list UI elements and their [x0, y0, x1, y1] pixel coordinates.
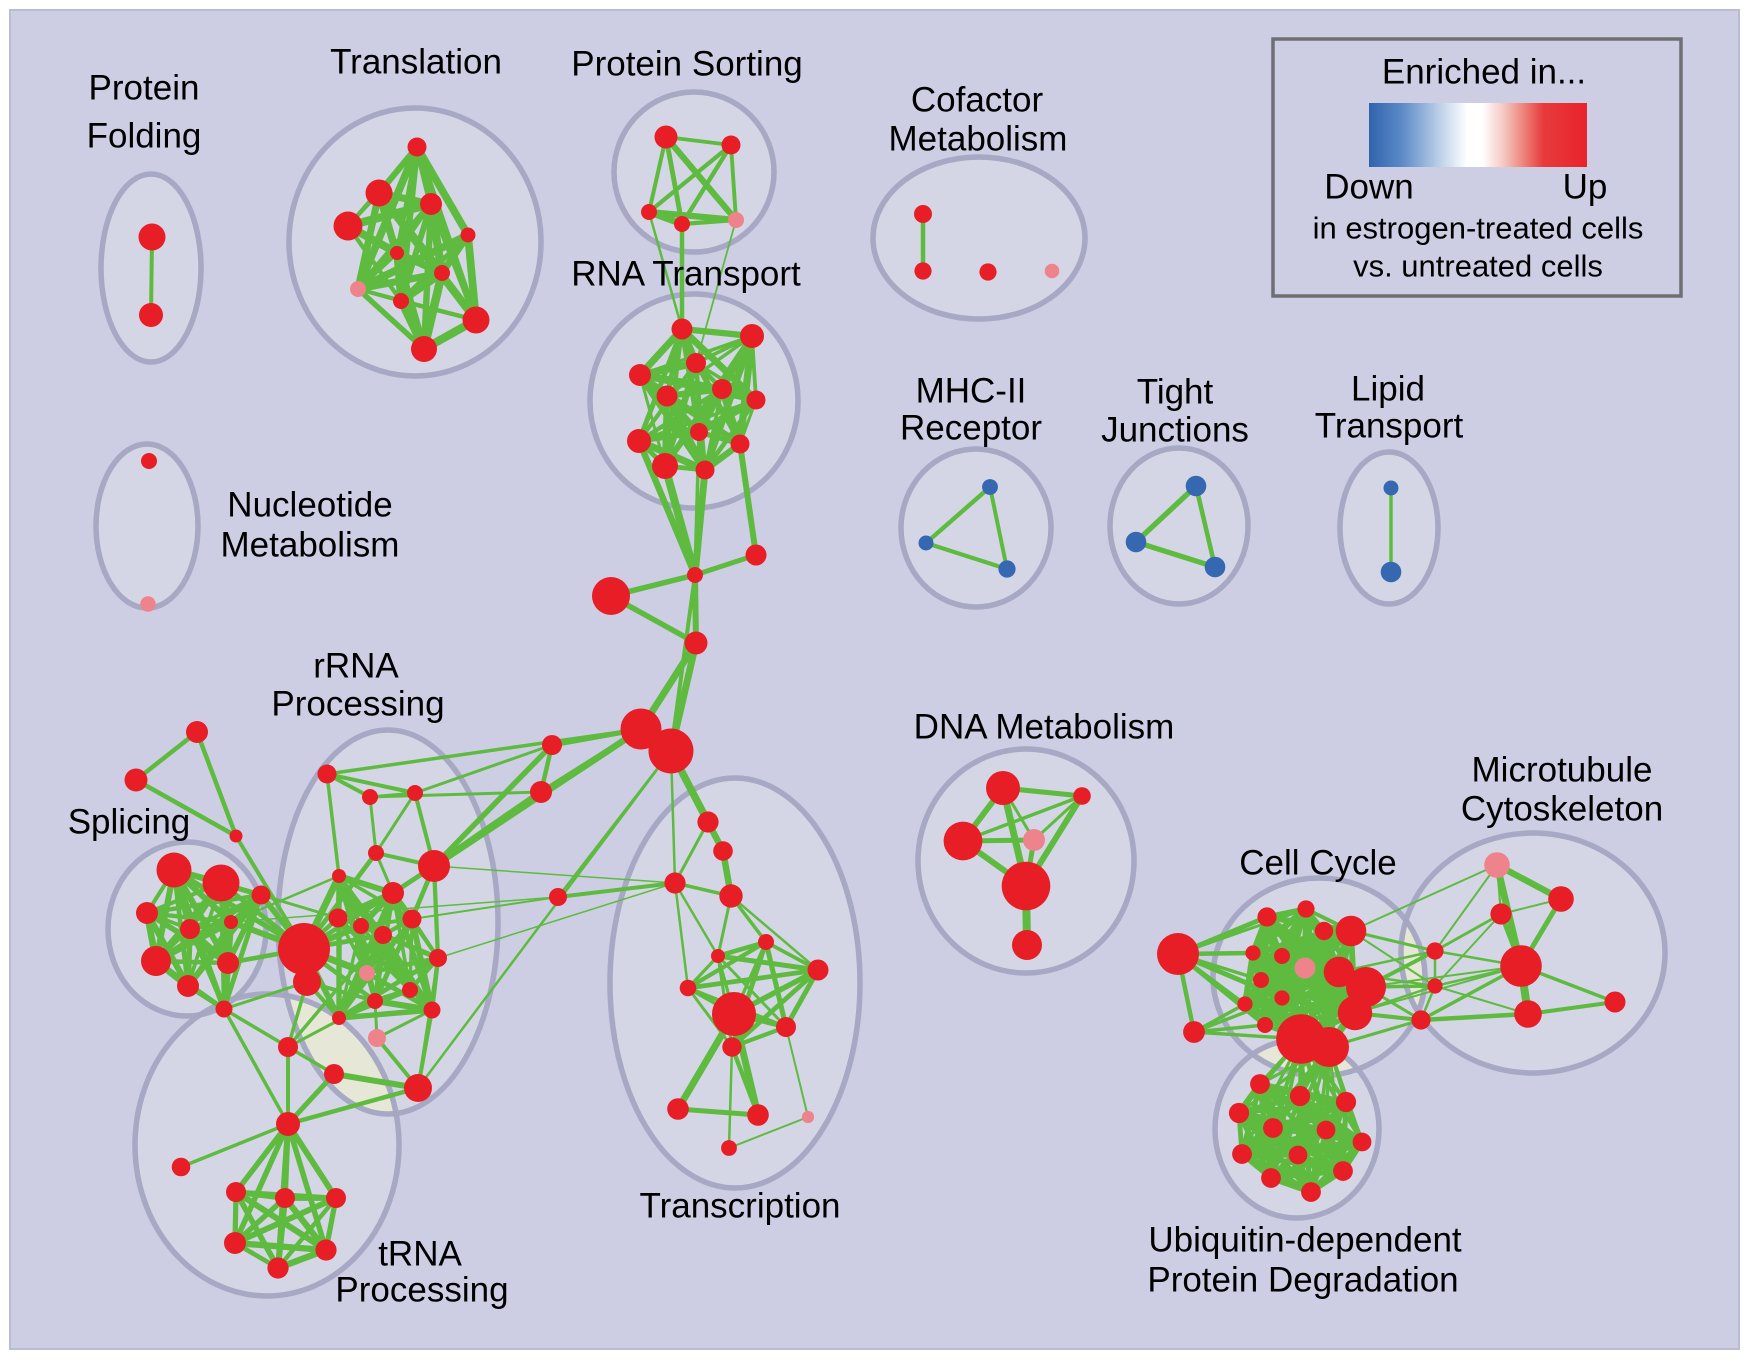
svg-text:rRNA: rRNA	[313, 647, 399, 686]
svg-text:Up: Up	[1563, 168, 1608, 207]
svg-text:Ubiquitin-dependent: Ubiquitin-dependent	[1148, 1221, 1462, 1260]
svg-text:Down: Down	[1324, 168, 1413, 207]
svg-text:Processing: Processing	[335, 1271, 508, 1310]
svg-text:Cofactor: Cofactor	[911, 81, 1044, 120]
svg-text:Receptor: Receptor	[900, 409, 1042, 448]
svg-text:Cell Cycle: Cell Cycle	[1239, 844, 1397, 883]
svg-text:Microtubule: Microtubule	[1472, 751, 1653, 790]
svg-text:Nucleotide: Nucleotide	[227, 486, 392, 525]
svg-text:Transcription: Transcription	[640, 1187, 841, 1226]
svg-text:MHC-II: MHC-II	[916, 372, 1027, 411]
svg-text:Transport: Transport	[1315, 407, 1464, 446]
svg-text:Metabolism: Metabolism	[221, 526, 400, 565]
svg-text:Protein: Protein	[89, 69, 200, 108]
svg-text:Translation: Translation	[330, 43, 502, 82]
svg-text:in estrogen-treated cells: in estrogen-treated cells	[1313, 211, 1644, 246]
svg-text:Tight: Tight	[1137, 373, 1214, 412]
svg-text:Lipid: Lipid	[1351, 370, 1425, 409]
svg-text:Protein Sorting: Protein Sorting	[571, 45, 803, 84]
svg-text:Metabolism: Metabolism	[889, 120, 1068, 159]
svg-text:Cytoskeleton: Cytoskeleton	[1461, 790, 1663, 829]
svg-text:Folding: Folding	[87, 117, 202, 156]
svg-text:tRNA: tRNA	[378, 1235, 462, 1274]
svg-text:Enriched in...: Enriched in...	[1382, 53, 1586, 92]
svg-text:Processing: Processing	[271, 685, 444, 724]
svg-text:vs. untreated cells: vs. untreated cells	[1353, 249, 1603, 284]
svg-text:Splicing: Splicing	[68, 803, 191, 842]
svg-text:RNA Transport: RNA Transport	[571, 255, 801, 294]
svg-text:Junctions: Junctions	[1101, 411, 1249, 450]
svg-text:Protein Degradation: Protein Degradation	[1147, 1261, 1458, 1300]
svg-text:DNA Metabolism: DNA Metabolism	[914, 708, 1175, 747]
